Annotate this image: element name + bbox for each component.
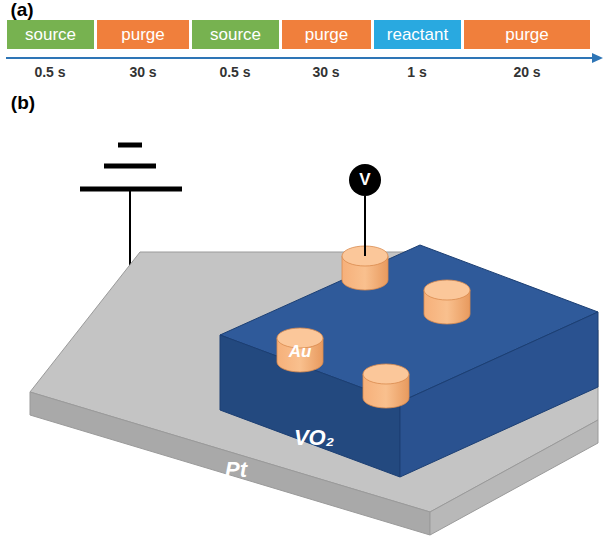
time-value: 0.5 s: [34, 64, 65, 80]
material-label: VO₂: [294, 425, 334, 451]
au-electrode-top: [424, 280, 470, 300]
purge-step: purge: [464, 20, 590, 49]
step-label: reactant: [387, 25, 448, 45]
time-value: 1 s: [407, 64, 426, 80]
step-label: source: [25, 25, 76, 45]
vo2-film: [220, 245, 598, 477]
time-value: 30 s: [129, 64, 156, 80]
source-step: source: [7, 20, 94, 49]
source-step: source: [192, 20, 279, 49]
material-label: Pt: [225, 457, 247, 483]
material-label: Au: [289, 342, 312, 362]
step-label: purge: [505, 25, 548, 45]
au-electrodes: [277, 246, 470, 408]
au-electrode-top: [363, 364, 409, 384]
time-axis: [6, 53, 603, 63]
time-value: 30 s: [312, 64, 339, 80]
step-label: purge: [305, 25, 348, 45]
step-label: purge: [121, 25, 164, 45]
purge-step: purge: [97, 20, 189, 49]
panel-label: (b): [11, 92, 35, 114]
reactant-step: reactant: [374, 20, 461, 49]
probe-wire: [364, 196, 366, 256]
meter-symbol: V: [359, 170, 370, 190]
time-value: 0.5 s: [219, 64, 250, 80]
purge-step: purge: [282, 20, 371, 49]
time-value: 20 s: [513, 64, 540, 80]
voltmeter-probe: V: [349, 164, 381, 196]
step-label: source: [210, 25, 261, 45]
panel-label: (a): [10, 0, 33, 21]
